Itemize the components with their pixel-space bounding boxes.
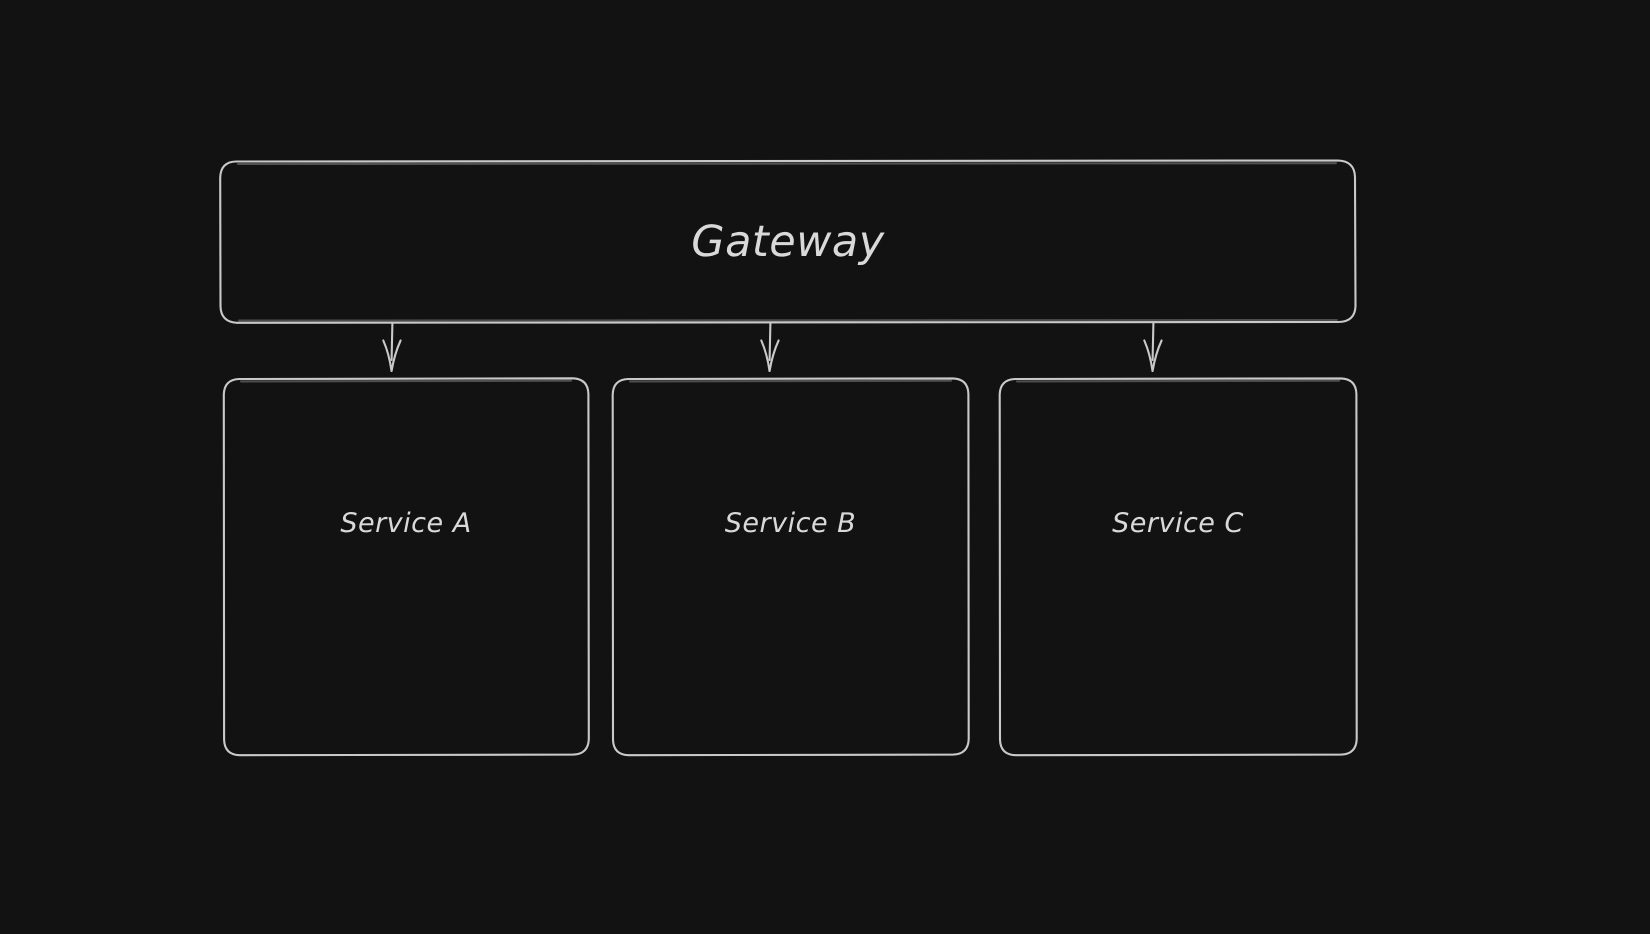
node-gateway-label: Gateway (691, 216, 885, 267)
node-service-a-label: Service A (340, 508, 472, 539)
node-service-b-label: Service B (724, 508, 857, 539)
edge-gateway-service-c (1143, 321, 1163, 373)
node-service-c[interactable]: Service C (1000, 378, 1356, 755)
node-service-a[interactable]: Service A (224, 378, 588, 755)
node-service-b[interactable]: Service B (613, 378, 968, 755)
node-gateway[interactable]: Gateway (220, 160, 1356, 323)
node-service-c-label: Service C (1112, 508, 1244, 539)
edge-gateway-service-b (760, 321, 780, 373)
edge-gateway-service-a (382, 321, 402, 373)
